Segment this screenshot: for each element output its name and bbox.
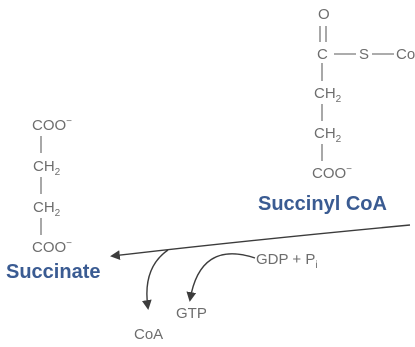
succinate-ch2-a: CH2	[33, 158, 61, 178]
succinate-structure: COO− CH2 CH2 COO−	[32, 116, 72, 256]
succinyl-carboxyl: COO−	[312, 164, 352, 182]
gtp-formation-arrow	[186, 253, 256, 302]
succinyl-oxygen: O	[318, 6, 330, 23]
main-reaction-arrow	[110, 224, 411, 260]
succinyl-sulfur: S	[359, 46, 369, 63]
succinyl-ch2-b: CH2	[314, 125, 342, 145]
succinate-label: Succinate	[6, 261, 100, 283]
succinyl-ch2-a: CH2	[314, 85, 342, 105]
succinate-carboxyl-top: COO−	[32, 116, 72, 134]
succinyl-carbon: C	[317, 46, 328, 63]
succinyl-coa-label: Succinyl CoA	[258, 193, 387, 215]
succinyl-coa-structure: O C S CoA CH2 CH2 COO−	[312, 6, 415, 182]
succinate-ch2-b: CH2	[33, 199, 61, 219]
succinate-carboxyl-bottom: COO−	[32, 238, 72, 256]
coa-label: CoA	[134, 326, 163, 343]
succinyl-coa-group: CoA	[396, 46, 415, 63]
gtp-label: GTP	[176, 305, 207, 322]
gdp-pi-label: GDP + Pi	[256, 251, 318, 271]
coa-release-arrow	[141, 249, 169, 310]
